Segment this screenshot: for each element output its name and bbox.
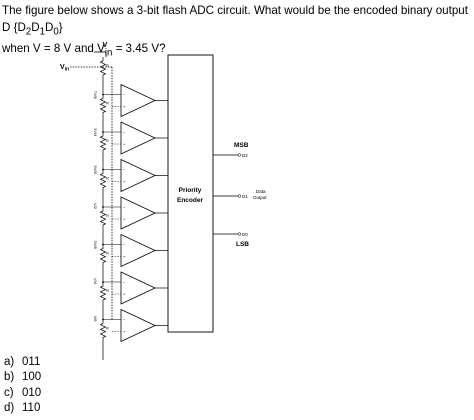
option-b[interactable]: b)100 <box>4 371 42 384</box>
d2-label: D2 <box>242 153 248 158</box>
comparator-minus: − <box>123 92 126 97</box>
tap-node <box>102 243 104 246</box>
comparator-minus: − <box>123 317 126 322</box>
comparator <box>120 308 156 343</box>
answer-options: a)011 b)100 c)010 d)110 <box>4 355 41 417</box>
encoder-label-priority: Priority <box>179 187 202 194</box>
comparator-minus: − <box>123 130 126 135</box>
resistor <box>99 207 107 245</box>
resistor-label: R <box>106 176 109 181</box>
comparator <box>120 233 156 268</box>
option-a[interactable]: a)011 <box>4 356 41 368</box>
comparator <box>120 83 156 118</box>
tap-node <box>102 281 104 283</box>
tap-node <box>102 131 104 133</box>
vin-label: Vin <box>60 64 69 73</box>
encoder-label-encoder: Encoder <box>177 197 203 204</box>
tap-voltage-label: V/2 <box>93 203 98 210</box>
resistor-label: R <box>106 101 109 106</box>
d0-terminal <box>237 232 242 236</box>
comparator <box>120 271 156 305</box>
lsb-label: LSB <box>236 241 249 248</box>
comparator-plus: + <box>123 254 126 259</box>
tap-node <box>102 206 104 208</box>
resistor <box>99 94 107 132</box>
tap-voltage-label: V/8 <box>93 316 98 323</box>
resistor <box>99 169 107 207</box>
question-line-1: The figure below shows a 3-bit flash ADC… <box>2 4 468 38</box>
comparator <box>120 196 156 230</box>
tap-node <box>102 168 104 171</box>
tap-node <box>102 318 104 321</box>
resistor-label: R <box>106 251 109 256</box>
comparator-plus: + <box>123 142 126 147</box>
msb-label: MSB <box>234 142 249 149</box>
option-c[interactable]: c)010 <box>4 386 42 399</box>
comparator-minus: − <box>123 242 126 247</box>
question-line-2: when V = 8 V and Vin = 3.45 V? <box>2 42 166 59</box>
question-text: The figure below shows a 3-bit flash ADC… <box>2 2 472 62</box>
d2-terminal <box>237 153 242 157</box>
resistor-label: R <box>106 288 109 293</box>
comparator-minus: − <box>123 205 126 210</box>
tap-voltage-label: 3V/8 <box>93 241 98 250</box>
resistor <box>99 57 107 95</box>
resistor <box>99 282 107 320</box>
comparator-minus: − <box>123 280 126 285</box>
tap-voltage-label: 3V/4 <box>93 128 98 137</box>
comparator-plus: + <box>123 292 126 297</box>
ladder-and-comparators: R R R R R R R R 7V/8 − +3V/4 − +5V/8 − + V/2 − +3V/8 − + V/4… <box>93 57 168 360</box>
tap-voltage-label: 7V/8 <box>93 91 98 100</box>
tap-node <box>102 93 104 96</box>
d1-terminal <box>237 194 242 198</box>
comparator-plus: + <box>123 104 126 109</box>
data-output-label-1: Data <box>256 189 266 194</box>
resistor <box>99 132 107 170</box>
tap-voltage-label: 5V/8 <box>93 166 98 175</box>
resistor-label: R <box>106 63 109 68</box>
tap-voltage-label: V/4 <box>93 278 98 285</box>
data-output-label-2: Output <box>253 195 267 200</box>
comparator-plus: + <box>123 217 126 222</box>
resistor <box>99 244 107 282</box>
resistor-label: R <box>106 213 109 218</box>
comparator <box>120 158 156 193</box>
v-supply-label: V <box>103 42 108 49</box>
resistor-label: R <box>106 138 109 143</box>
resistor-label: R <box>106 326 109 331</box>
comparator-minus: − <box>123 167 126 172</box>
option-d[interactable]: d)110 <box>4 402 41 415</box>
d1-label: D1 <box>242 194 248 199</box>
comparator-plus: + <box>123 329 126 334</box>
comparator-plus: + <box>123 179 126 184</box>
d0-label: D0 <box>242 232 248 237</box>
comparator <box>120 121 156 155</box>
resistor <box>99 319 107 357</box>
